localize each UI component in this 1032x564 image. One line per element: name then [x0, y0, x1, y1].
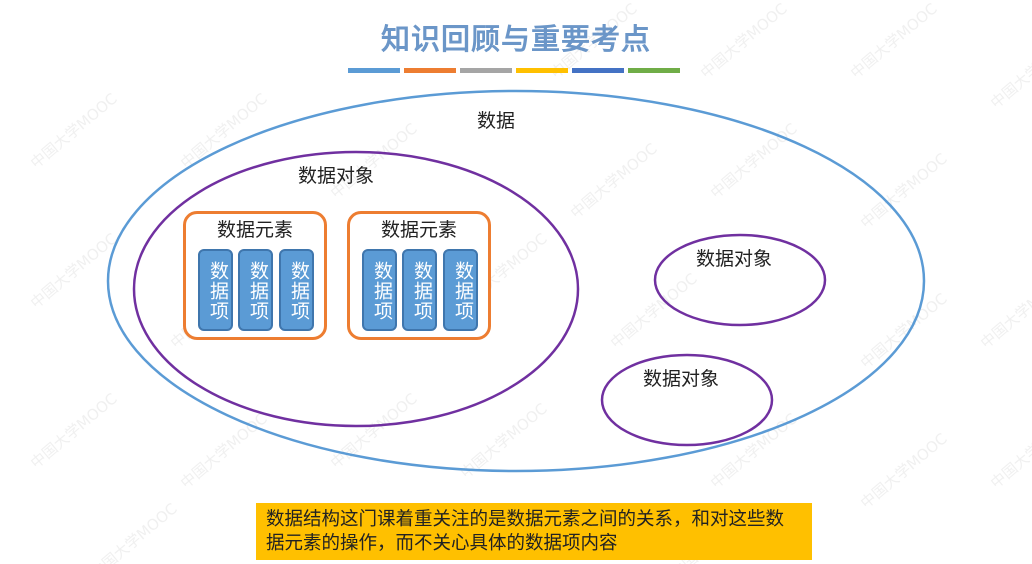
data-object-ellipse-small-2	[600, 353, 774, 447]
data-object-label: 数据对象	[298, 165, 375, 187]
data-item-box: 数据项	[238, 249, 273, 331]
title-bar-5	[572, 68, 624, 73]
small-object-label-1: 数据对象	[696, 248, 773, 270]
title-bar-2	[404, 68, 456, 73]
data-element-label: 数据元素	[380, 219, 457, 241]
page-title: 知识回顾与重要考点	[380, 22, 651, 56]
data-item-box: 数据项	[362, 249, 397, 331]
small-object-label-2: 数据对象	[643, 368, 720, 390]
title-bar-1	[348, 68, 400, 73]
title-color-bars	[348, 68, 680, 73]
data-outer-ellipse	[106, 89, 926, 473]
data-label: 数据	[477, 110, 516, 132]
data-item-box: 数据项	[402, 249, 437, 331]
data-item-box: 数据项	[443, 249, 478, 331]
title-bar-3	[460, 68, 512, 73]
data-object-ellipse-large	[132, 150, 580, 428]
data-item-box: 数据项	[279, 249, 314, 331]
data-element-group-1: 数据元素 数据项 数据项 数据项	[183, 211, 327, 340]
title-bar-4	[516, 68, 568, 73]
data-object-ellipse-small-1	[653, 233, 827, 327]
data-element-group-2: 数据元素 数据项 数据项 数据项	[347, 211, 491, 340]
title-bar-6	[628, 68, 680, 73]
key-point-note: 数据结构这门课着重关注的是数据元素之间的关系，和对这些数据元素的操作，而不关心具…	[256, 503, 812, 560]
data-item-box: 数据项	[198, 249, 233, 331]
data-element-label: 数据元素	[216, 219, 293, 241]
